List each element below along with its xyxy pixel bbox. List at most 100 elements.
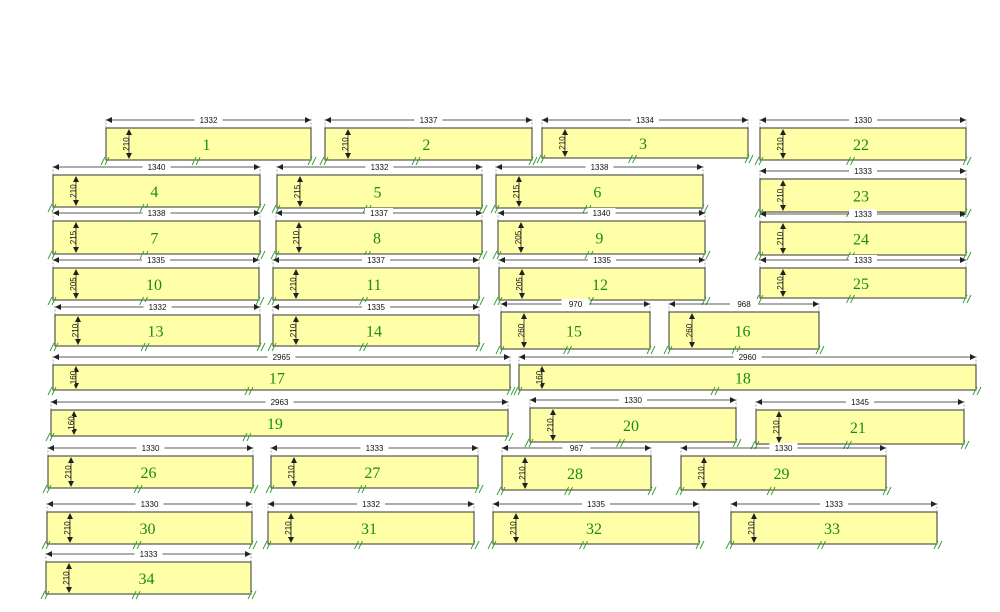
height-label: 160 [535,370,544,384]
grain-mark [494,204,500,214]
grain-mark [53,342,59,352]
grain-mark [357,484,363,494]
width-label: 1338 [591,163,609,172]
grain-mark [651,486,657,496]
grain-mark [491,540,497,550]
grain-mark [244,386,250,396]
plank-rect [276,174,483,209]
width-label-bg [194,115,223,124]
width-label: 1333 [140,550,158,559]
plank-rect [324,127,533,161]
plank-rect [50,409,509,437]
plank-rect [52,220,261,255]
grain-mark [736,438,742,448]
height-label-bg [772,420,778,434]
width-label: 1333 [825,500,843,509]
piece-number: 7 [150,231,158,248]
width-label-bg [357,499,385,508]
piece-number: 19 [267,416,283,433]
grain-mark [632,154,637,164]
height-label-bg [518,466,524,480]
piece-number: 18 [735,371,751,388]
grain-mark [139,296,144,306]
grain-mark [579,540,584,550]
grain-mark [479,342,485,352]
height-label-bg [122,137,128,151]
grain-mark [359,296,364,306]
grain-mark [490,204,496,214]
piece-number: 23 [853,189,869,206]
piece-number: 26 [140,465,156,482]
width-label: 1330 [141,500,159,509]
grain-mark [260,203,266,213]
piece-number: 21 [850,420,866,437]
width-label: 1337 [370,209,388,218]
grain-mark [191,156,197,166]
grain-mark [499,345,505,355]
width-label-bg [562,443,591,452]
width-label: 1337 [367,256,385,265]
grain-mark [528,156,534,166]
width-label: 2960 [739,353,757,362]
width-label-bg [360,443,389,452]
grain-mark [646,345,652,355]
grain-mark [363,342,368,352]
height-label: 160 [67,416,76,430]
grain-mark [508,432,514,442]
grain-mark [496,486,502,496]
grain-mark [748,154,754,164]
width-label-bg [134,549,163,558]
height-label: 210 [284,521,293,535]
grain-mark [269,484,275,494]
grain-mark [249,484,255,494]
grain-mark [266,540,272,550]
piece-number: 31 [361,521,377,538]
grain-mark [962,294,968,304]
piece-number: 3 [639,136,647,153]
plank-rect [492,511,700,545]
grain-mark [966,156,972,166]
plank-rect [54,314,261,347]
width-label: 1333 [854,256,872,265]
grain-mark [699,540,705,550]
grain-mark [137,484,143,494]
piece-number: 27 [364,465,380,482]
height-label-bg [71,323,77,338]
height-label: 210 [546,418,555,432]
grain-mark [251,590,257,600]
width-label: 1332 [362,500,380,509]
height-label-bg [69,370,75,385]
width-label: 968 [737,300,751,309]
grain-mark [478,484,484,494]
grain-mark [354,540,359,550]
grain-mark [966,294,972,304]
width-label-bg [142,255,170,264]
height-label: 260 [685,323,694,337]
height-label-bg [293,184,299,199]
plank-rect [497,220,706,255]
grain-mark [319,156,325,166]
grain-mark [962,156,968,166]
grain-mark [731,345,737,355]
width-label-bg [142,208,171,217]
height-label-bg [776,231,782,246]
grain-mark [714,386,720,396]
width-label: 1332 [371,163,389,172]
grain-mark [271,342,277,352]
width-label: 2965 [273,353,291,362]
grain-mark [758,251,764,261]
piece-number: 13 [147,324,163,341]
plank-rect [275,220,483,255]
piece-number: 8 [373,231,381,248]
piece-number: 24 [853,232,869,249]
grain-mark [663,345,669,355]
height-label: 210 [776,276,785,290]
